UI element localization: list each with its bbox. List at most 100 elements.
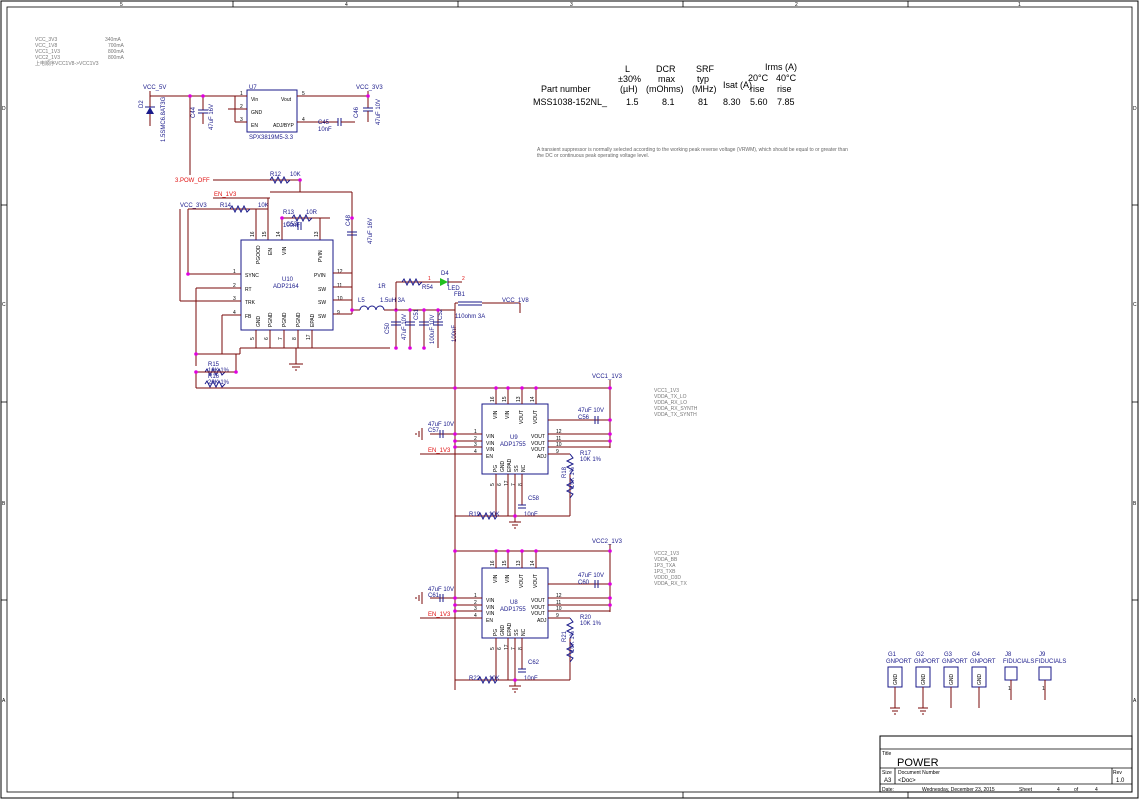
u10-num-15: 15	[262, 231, 268, 237]
d2-value: 1.5SMC6.8AT3G	[161, 96, 167, 142]
g1-ref: G1	[888, 652, 897, 658]
u9-num-11: 11	[556, 436, 561, 442]
table-cell-part: MSS1038-152NL_	[533, 97, 608, 107]
u8-num-8: 8	[518, 647, 524, 650]
r17-value: 10K 1%	[580, 457, 602, 463]
inductor-spec-table: L ±30% (µH) DCR max (mOhms) SRF typ (MHz…	[533, 62, 797, 107]
u10-num-4: 4	[233, 310, 236, 316]
u8-pin-epad: EPAD	[507, 622, 513, 636]
r54-value: 1R	[378, 284, 386, 290]
r22-value: 10K	[489, 676, 500, 682]
table-cell-isat: 8.30	[723, 97, 741, 107]
tvs-diode-icon	[146, 107, 154, 114]
g1-type: GNPORT	[886, 659, 912, 665]
u8-pin-pg: PG	[493, 629, 499, 636]
note-current-4: 800mA	[108, 55, 125, 61]
l5-value: 1.5uH 3A	[380, 298, 405, 304]
vcc2-list-3: 1P3_TXB	[654, 569, 676, 575]
u8-num-9: 9	[556, 613, 559, 619]
fb1-ref: FB1	[454, 292, 466, 298]
c51-ref: C51	[414, 308, 420, 320]
u10-pin-fb: FB	[245, 314, 252, 320]
j9-type: FIDUCIALS	[1035, 659, 1066, 665]
row-label-right-2: C	[1133, 302, 1137, 308]
u8-pin-vout3: VOUT	[531, 611, 545, 617]
u9-pin-adj: ADJ	[537, 454, 547, 460]
c61-ref: C61	[428, 593, 440, 599]
table-h-irms: Irms (A)	[765, 62, 797, 72]
sheet-title: POWER	[897, 757, 939, 769]
u7-num-2: 2	[240, 104, 243, 110]
u9-num-8: 8	[518, 483, 524, 486]
u10-pin-trk: TRK	[245, 300, 256, 306]
u10-num-11: 11	[337, 283, 342, 289]
u7-part: SPX3819M5-3.3	[249, 135, 294, 141]
note-rail-3: VCC1_1V3	[35, 49, 60, 55]
u8-ref: U8	[510, 600, 518, 606]
u7-ic	[246, 89, 298, 133]
ground-port-g2: G2 GNPORT GND	[914, 652, 940, 715]
u7-pin-vin: Vin	[251, 97, 258, 103]
u9-num-10: 10	[556, 442, 562, 448]
u9-section: U9 ADP1755 VIN VIN VIN EN VOUT VOUT VOUT…	[415, 374, 623, 529]
note-current-3: 800mA	[108, 49, 125, 55]
u9-num-17: 17	[504, 480, 510, 486]
u9-num-14: 14	[530, 396, 536, 402]
u7-ref: U7	[249, 85, 257, 91]
note-rail-2: VCC_1V8	[35, 43, 57, 49]
c60-value: 47uF 10V	[578, 573, 604, 579]
fb1-value: 110ohm 3A	[455, 314, 485, 320]
u9-pin-vin-t2: VIN	[505, 410, 511, 419]
u10-num-6: 6	[264, 337, 270, 340]
u8-num-7: 7	[511, 647, 517, 650]
u8-num-16: 16	[490, 560, 496, 566]
u8-pin-gnd: GND	[500, 625, 506, 637]
u10-num-10: 10	[337, 296, 343, 302]
u10-pin-en: EN	[268, 248, 274, 255]
table-h-part: Part number	[541, 84, 591, 94]
vcc2-list-1: VDDA_BB	[654, 557, 678, 563]
rev-value: 1.0	[1116, 778, 1125, 784]
ground-ports: G1 GNPORT GND G2 GNPORT GND G3 GNPORT GN…	[886, 652, 1066, 715]
u10-num-8: 8	[292, 337, 298, 340]
vcc2-list-5: VDDA_RX_TX	[654, 581, 687, 587]
suppressor-note-line2: the DC or continuous peak operating volt…	[537, 153, 649, 159]
u7-num-1: 1	[240, 91, 243, 97]
u7-pin-vout: Vout	[281, 97, 292, 103]
u8-num-15: 15	[502, 560, 508, 566]
docnum-label: Document Number	[898, 770, 940, 776]
c58-ref: C58	[528, 496, 540, 502]
r18-value: 10K 1%	[570, 466, 576, 488]
u8-pin-vout1: VOUT	[531, 598, 545, 604]
g1-pin: GND	[893, 674, 899, 686]
u9-pin-vin-t1: VIN	[493, 410, 499, 419]
vcc2-rail-list: VCC2_1V3 VDDA_BB 1P3_TXA 1P3_TXB VDDD_D3…	[654, 551, 687, 587]
u8-pin-en: EN	[486, 618, 493, 624]
u9-ic	[481, 403, 549, 475]
of-label: of	[1074, 787, 1079, 793]
vcc-3v3-label: VCC_3V3	[356, 85, 383, 91]
u8-num-4: 4	[474, 613, 477, 619]
u9-num-12: 12	[556, 429, 562, 435]
r21-value: 10K 1%	[570, 630, 576, 652]
g4-ref: G4	[972, 652, 981, 658]
u9-pin-gnd: GND	[500, 461, 506, 473]
u9-pin-vin1: VIN	[486, 434, 495, 440]
fiducial-j8: J8 FIDUCIALS 1	[1003, 652, 1034, 700]
row-label-left-2: C	[2, 302, 6, 308]
fiducial-j9: J9 FIDUCIALS 1	[1035, 652, 1066, 700]
table-cell-irms20: 5.60	[750, 97, 768, 107]
u10-num-14: 14	[276, 231, 282, 237]
u10-part: ADP2164	[273, 284, 299, 290]
table-h-l-1: L	[625, 64, 630, 74]
docnum-value: <Doc>	[898, 778, 916, 784]
row-label-right-3: B	[1133, 501, 1137, 507]
u8-ic	[481, 567, 549, 639]
u10-num-1: 1	[233, 269, 236, 275]
ground-icon	[509, 685, 521, 693]
row-label-left-4: A	[2, 698, 6, 704]
u8-section: U8 ADP1755 VIN VIN VIN EN VOUT VOUT VOUT…	[415, 539, 623, 693]
table-h-20c: 20°C	[748, 73, 769, 83]
table-h-40c: 40°C	[776, 73, 797, 83]
